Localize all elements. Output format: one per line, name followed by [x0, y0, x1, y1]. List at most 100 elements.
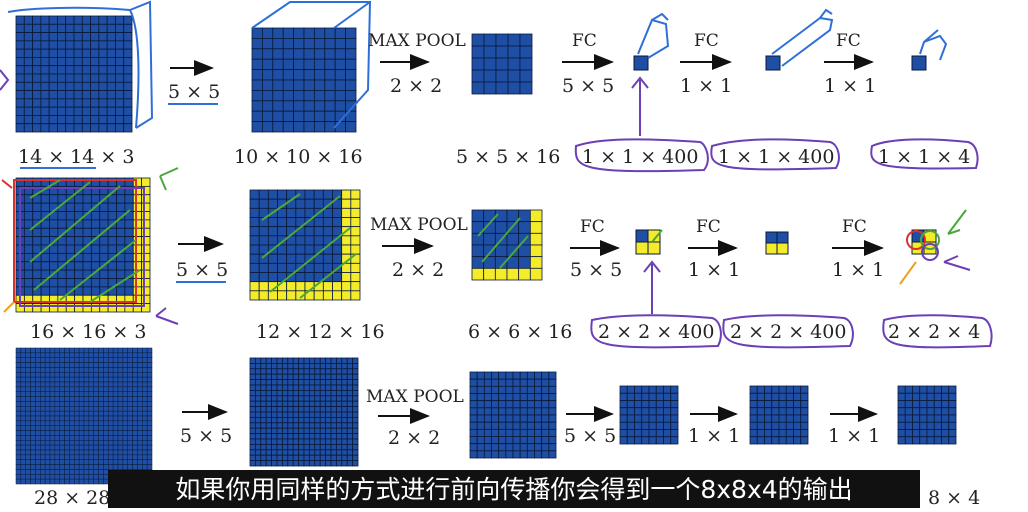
grid-cell: [265, 438, 273, 445]
grid-cell: [32, 261, 42, 271]
grid-cell: [267, 290, 278, 301]
grid-cell: [319, 422, 327, 429]
grid-cell: [90, 106, 100, 116]
grid-cell: [648, 385, 657, 394]
grid-cell: [319, 443, 327, 451]
grid-cell: [49, 459, 56, 465]
grid-cell: [115, 73, 125, 83]
grid-cell: [69, 367, 75, 373]
grid-cell: [15, 123, 25, 133]
grid-cell: [35, 396, 41, 402]
grid-cell: [112, 435, 119, 441]
grid-cell: [765, 231, 778, 244]
grid-cell: [54, 425, 60, 431]
grid-cell: [281, 357, 289, 364]
grid-cell: [287, 357, 294, 364]
grid-cell: [132, 202, 143, 212]
fc-unit-2x2-2: [765, 231, 789, 255]
grid-cell: [764, 414, 773, 423]
grid-cell: [23, 106, 33, 116]
grid-cell: [655, 392, 664, 401]
grid-cell: [670, 400, 679, 409]
grid-cell: [106, 123, 116, 133]
grid-cell: [106, 65, 116, 75]
grid-cell: [141, 202, 151, 212]
grid-cell: [249, 460, 256, 467]
grid-cell: [99, 252, 109, 263]
grid-cell: [346, 438, 354, 445]
grid-cell: [74, 449, 80, 456]
grid-cell: [98, 459, 104, 465]
grid-cell: [98, 425, 104, 431]
grid-cell: [258, 198, 269, 209]
grid-cell: [476, 378, 485, 387]
grid-cell: [98, 440, 104, 446]
grid-cell: [40, 48, 50, 58]
grid-cell: [948, 429, 957, 438]
grid-cell: [122, 430, 128, 436]
grid-cell: [265, 443, 273, 451]
grid-cell: [308, 438, 316, 445]
dim-pool: 6 × 6 × 16: [468, 321, 572, 343]
grid-cell: [313, 38, 326, 50]
grid-cell: [57, 81, 67, 91]
grid-cell: [260, 406, 267, 413]
grid-cell: [548, 443, 557, 452]
grid-cell: [771, 436, 780, 445]
grid-cell: [313, 90, 326, 102]
grid-cell: [308, 449, 316, 456]
grid-cell: [512, 421, 521, 430]
grid-cell: [303, 395, 310, 402]
input-grid-28x28: [15, 347, 153, 485]
grid-cell: [98, 115, 108, 125]
grid-cell: [249, 411, 256, 418]
grid-cell: [249, 379, 256, 386]
grid-cell: [69, 357, 75, 363]
grid-cell: [287, 438, 294, 445]
grid-cell: [122, 401, 128, 407]
grid-cell: [325, 400, 332, 408]
pen-output-volume: [919, 29, 948, 61]
grid-cell: [319, 416, 327, 424]
grid-cell: [69, 459, 75, 465]
grid-cell: [15, 454, 22, 460]
grid-cell: [319, 454, 327, 462]
grid-cell: [132, 425, 138, 431]
grid-cell: [90, 244, 101, 254]
grid-cell: [778, 400, 787, 409]
grid-cell: [30, 469, 36, 475]
grid-cell: [498, 443, 507, 452]
grid-cell: [634, 414, 643, 423]
grid-cell: [132, 227, 143, 238]
grid-cell: [304, 189, 315, 200]
grid-cell: [40, 440, 46, 446]
grid-cell: [778, 421, 787, 430]
grid-cell: [98, 362, 104, 368]
grid-cell: [254, 427, 262, 435]
grid-cell: [471, 57, 485, 71]
grid-cell: [265, 395, 273, 402]
grid-cell: [122, 459, 128, 465]
grid-cell: [304, 207, 315, 218]
grid-cell: [314, 438, 321, 445]
grid-cell: [626, 429, 635, 438]
grid-cell: [103, 415, 109, 422]
grid-cell: [303, 79, 315, 91]
grid-cell: [83, 435, 90, 441]
grid-cell: [106, 48, 116, 58]
grid-cell: [122, 376, 128, 383]
grid-cell: [25, 386, 31, 392]
grid-cell: [15, 372, 22, 378]
grid-cell: [73, 81, 83, 91]
grid-cell: [64, 478, 70, 485]
grid-cell: [40, 406, 46, 412]
grid-cell: [534, 421, 543, 430]
grid-cell: [534, 428, 543, 437]
grid-cell: [298, 422, 305, 429]
grid-cell: [281, 449, 289, 456]
grid-cell: [83, 478, 90, 485]
grid-cell: [476, 436, 485, 445]
grid-cell: [132, 362, 138, 368]
grid-cell: [335, 379, 343, 386]
grid-cell: [59, 352, 65, 358]
